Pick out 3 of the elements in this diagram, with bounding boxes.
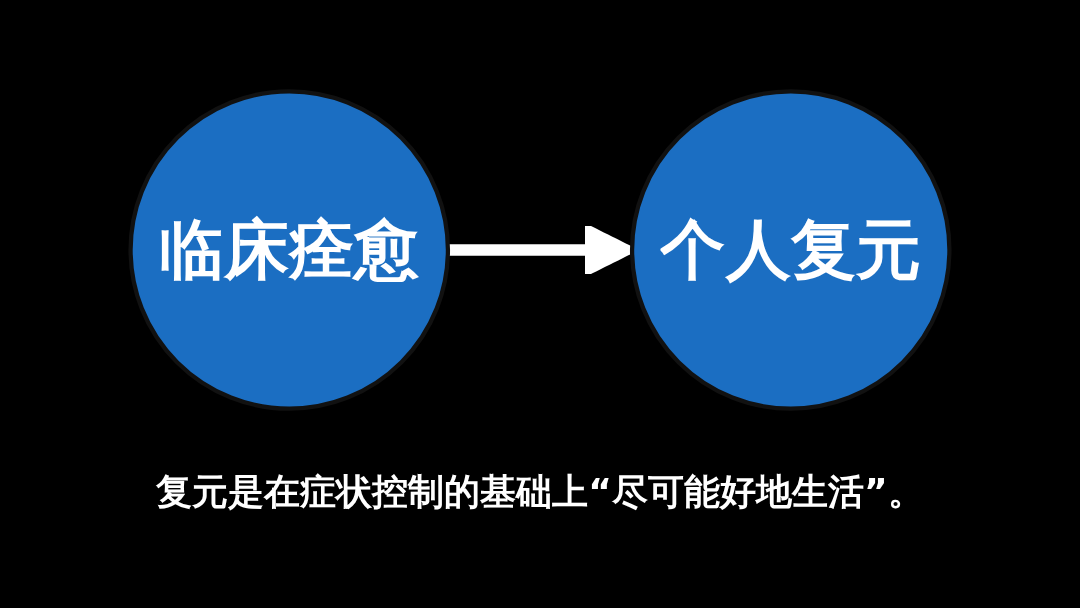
- caption: 复元是在症状控制的基础上“尽可能好地生活”。: [156, 471, 924, 512]
- node-circle: 个人复元: [629, 89, 952, 411]
- node-circle: 临床痊愈: [128, 89, 451, 411]
